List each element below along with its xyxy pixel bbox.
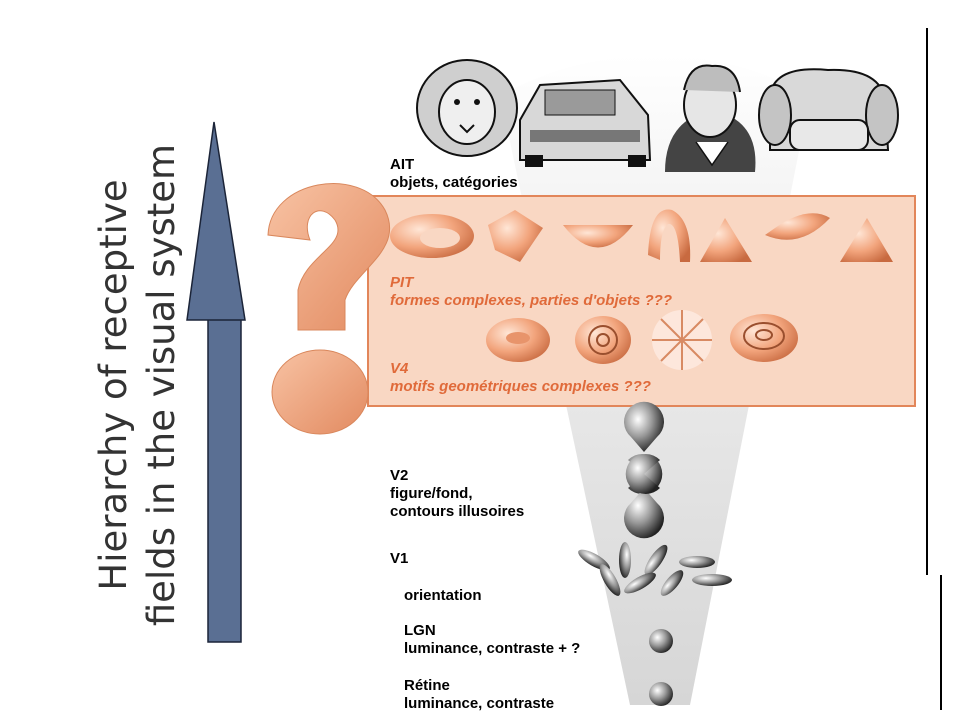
- lgn-desc: luminance, contraste + ?: [404, 640, 581, 657]
- label-v4: V4 motifs geométriques complexes ???: [390, 360, 651, 396]
- v2-desc-1: figure/fond,: [390, 485, 473, 502]
- hierarchy-title: Hierarchy of receptive fields in the vis…: [90, 105, 210, 665]
- label-pit: PIT formes complexes, parties d'objets ?…: [390, 274, 672, 310]
- car-icon: [519, 78, 652, 167]
- retina-desc: luminance, contraste: [404, 695, 555, 712]
- label-v1-name: V1: [390, 550, 408, 568]
- v4-desc: motifs geométriques complexes ???: [390, 378, 651, 395]
- v2-desc-2: contours illusoires: [390, 503, 525, 520]
- lion-icon: [416, 59, 518, 157]
- pit-desc: formes complexes, parties d'objets ???: [390, 292, 672, 309]
- retina-name: Rétine: [404, 677, 450, 694]
- question-mark-icon: [267, 183, 391, 435]
- v1-oriented-ellipses: [578, 542, 732, 596]
- portrait-icon: [665, 64, 756, 172]
- v2-illusory-contour: [624, 401, 665, 539]
- v1-name: V1: [390, 550, 409, 567]
- label-v2: V2 figure/fond, contours illusoires: [390, 467, 524, 521]
- right-border-line-bottom: [940, 575, 942, 710]
- label-retina: Rétine luminance, contraste: [404, 677, 554, 713]
- retina-sphere: [649, 682, 673, 706]
- pit-name: PIT: [390, 274, 414, 291]
- pit-shapes: [390, 209, 893, 262]
- label-ait: AIT objets, catégories: [390, 156, 518, 192]
- title-line-1: Hierarchy of receptive: [92, 179, 135, 591]
- hierarchy-arrow-icon: [186, 121, 246, 643]
- label-lgn: LGN luminance, contraste + ?: [404, 622, 580, 658]
- armchair-icon: [758, 68, 899, 151]
- v1-desc: orientation: [404, 587, 482, 604]
- lgn-name: LGN: [404, 622, 436, 639]
- v4-name: V4: [390, 360, 409, 377]
- v4-shapes: [486, 310, 798, 370]
- v2-name: V2: [390, 467, 409, 484]
- lgn-sphere: [649, 629, 673, 653]
- right-border-line-top: [926, 28, 928, 575]
- title-line-2: fields in the visual system: [140, 143, 183, 627]
- label-v1-desc: orientation: [404, 587, 482, 605]
- ait-desc: objets, catégories: [390, 174, 518, 191]
- ait-name: AIT: [390, 156, 415, 173]
- pit-v4-region: [367, 195, 916, 407]
